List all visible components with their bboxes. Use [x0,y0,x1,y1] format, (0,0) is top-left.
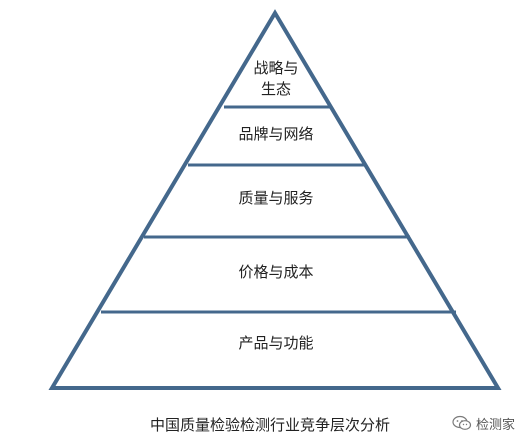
watermark-text: 检测家 [476,417,516,433]
pyramid-outline [48,9,502,390]
tier-label-price-cost: 价格与成本 [238,263,314,281]
watermark: 检测家 [452,413,515,433]
diagram-caption: 中国质量检验检测行业竞争层次分析 [149,416,390,434]
tier-label-quality-service: 质量与服务 [238,189,314,207]
tier-label-brand-network: 品牌与网络 [238,125,314,143]
wechat-icon [452,415,472,431]
tier-label-line: 生态 [260,80,291,98]
tier-label-strategy-ecosystem: 战略与 生态 [226,58,326,100]
tier-label-line: 战略与 [253,59,299,77]
tier-label-product-function: 产品与功能 [238,334,314,352]
